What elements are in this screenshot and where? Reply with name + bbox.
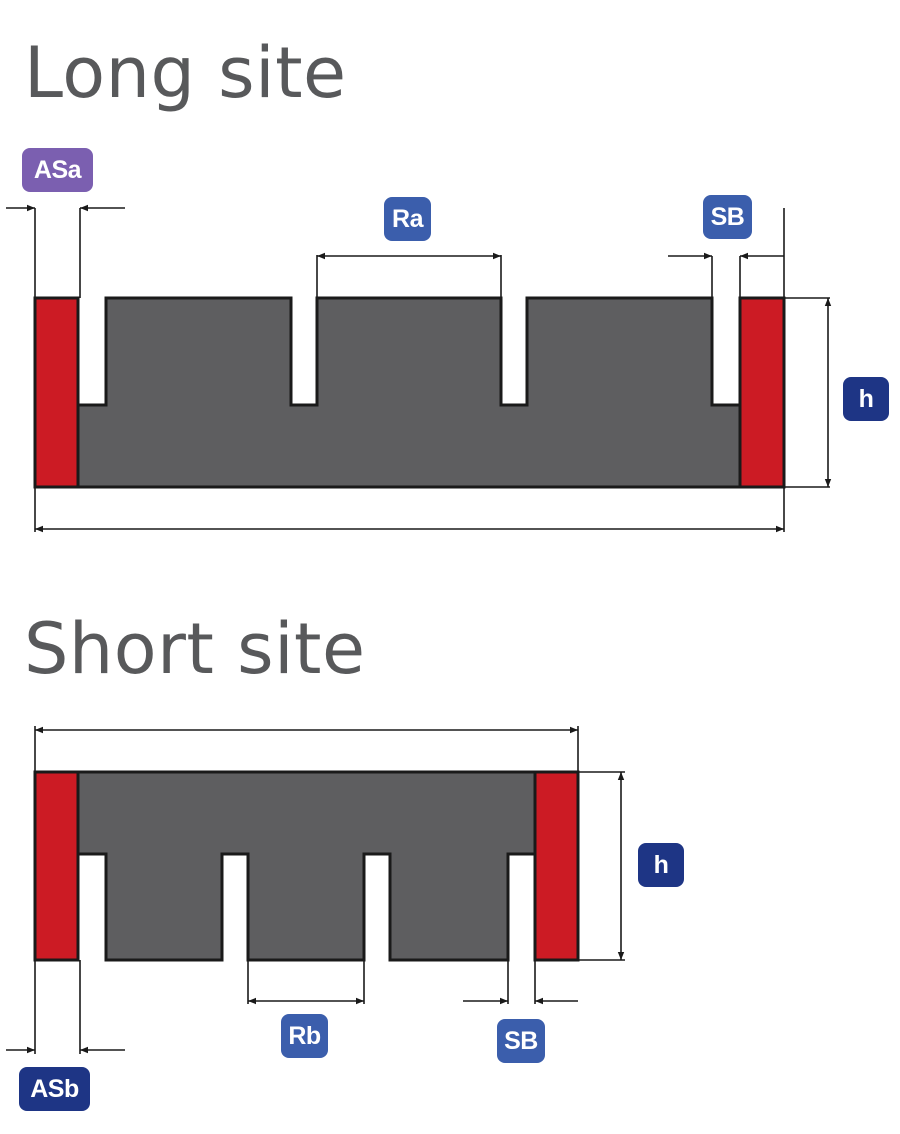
short-site-title: Short site — [24, 608, 366, 690]
long-site-body — [76, 296, 742, 489]
short-site-segment — [33, 770, 580, 962]
label-asa: ASa — [22, 148, 93, 192]
long-site-left-end-cap — [33, 296, 80, 489]
long-site-right-end-cap — [738, 296, 786, 489]
label-sb-long: SB — [703, 195, 752, 239]
short-site-left-end-cap — [33, 770, 80, 962]
label-h-short: h — [638, 843, 684, 887]
long-site-dimensions — [6, 204, 832, 533]
label-sb-short: SB — [497, 1019, 545, 1063]
label-ra: Ra — [384, 197, 431, 241]
short-site-dimensions — [6, 726, 625, 1054]
label-rb: Rb — [281, 1014, 328, 1058]
long-site-title: Long site — [24, 32, 347, 114]
long-site-segment — [33, 296, 786, 489]
label-asb: ASb — [19, 1067, 90, 1111]
short-site-right-end-cap — [533, 770, 580, 962]
short-site-body — [76, 770, 537, 962]
label-h-long: h — [843, 377, 889, 421]
